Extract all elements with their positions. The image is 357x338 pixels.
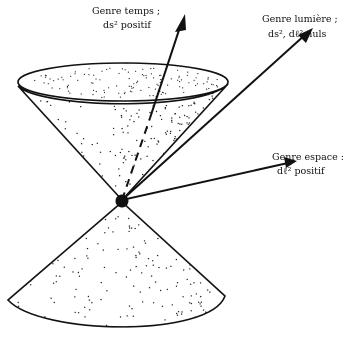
lightlike-label-line2: ds², dℓ² nuls [268,29,327,40]
timelike-label: Genre temps ; ds² positif [92,6,160,31]
future-cone-rim [18,63,228,101]
timelike-label-line2: ds² positif [103,20,152,31]
lightlike-label: Genre lumière ; ds², dℓ² nuls [262,14,338,40]
past-cone-body [8,202,225,327]
timelike-arrowhead [175,14,186,32]
spacelike-label-line1: Genre espace : [272,152,344,163]
origin-event-point [116,195,129,208]
timelike-label-line1: Genre temps ; [92,6,160,17]
past-light-cone [8,199,226,334]
future-light-cone [18,63,231,202]
lightlike-label-line1: Genre lumière ; [262,14,338,25]
spacelike-label-line2: dℓ² positif [277,166,326,177]
